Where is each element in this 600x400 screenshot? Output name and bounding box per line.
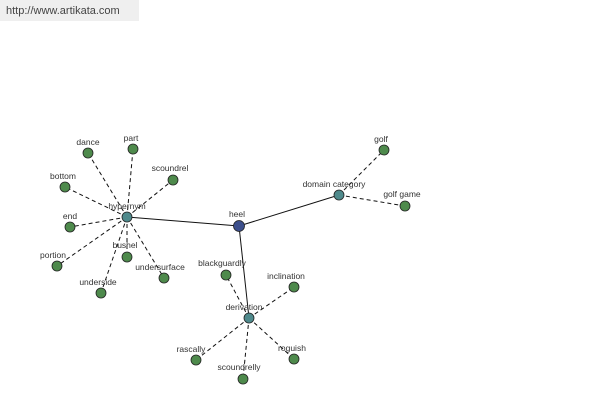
edge-domain-golf (338, 149, 385, 196)
node-portion-dot[interactable] (51, 260, 63, 272)
edge-hypernym-undersurface (126, 216, 165, 279)
edge-hypernym-underside (100, 216, 128, 294)
edge-heel-domain (238, 194, 340, 227)
node-bottom[interactable]: bottom (50, 171, 76, 193)
node-dance-dot[interactable] (82, 147, 94, 159)
node-underside-label: underside (79, 277, 117, 287)
edge-hypernym-scoundrel (126, 179, 174, 218)
node-portion[interactable]: portion (40, 250, 66, 272)
node-undersurface-dot[interactable] (158, 272, 170, 284)
edge-derivation-scoundrelly (242, 317, 250, 380)
node-bushel[interactable]: bushel (112, 240, 138, 263)
node-portion-label: portion (40, 250, 66, 260)
node-bushel-dot[interactable] (121, 251, 133, 263)
node-undersurface[interactable]: undersurface (135, 262, 185, 284)
edge-hypernym-bottom (64, 186, 128, 218)
node-heel[interactable]: heel (229, 209, 245, 232)
edge-hypernym-portion (56, 216, 128, 267)
node-golfgame[interactable]: golf game (383, 189, 421, 212)
node-domain[interactable]: domain category (303, 179, 367, 201)
edge-derivation-inclination (248, 286, 295, 319)
node-scoundrelly-label: scoundrelly (218, 362, 262, 372)
node-derivation-label: derivation (226, 302, 263, 312)
node-blackguardly[interactable]: blackguardly (198, 258, 247, 281)
node-golfgame-dot[interactable] (399, 200, 411, 212)
node-bushel-label: bushel (112, 240, 137, 250)
node-end-label: end (63, 211, 77, 221)
node-inclination[interactable]: inclination (267, 271, 305, 293)
node-bottom-label: bottom (50, 171, 76, 181)
edge-hypernym-dance (87, 152, 128, 218)
node-derivation-dot[interactable] (243, 312, 255, 324)
edge-hypernym-end (69, 216, 128, 228)
node-hypernym-label: hypernym (108, 201, 145, 211)
node-scoundrel-dot[interactable] (167, 174, 179, 186)
node-end[interactable]: end (63, 211, 77, 233)
node-scoundrel-label: scoundrel (152, 163, 189, 173)
source-url[interactable]: http://www.artikata.com (0, 0, 139, 21)
node-golf-label: golf (374, 134, 388, 144)
edge-heel-derivation (238, 225, 250, 319)
node-roguish-dot[interactable] (288, 353, 300, 365)
node-roguish-label: roguish (278, 343, 306, 353)
node-golfgame-label: golf game (383, 189, 421, 199)
node-heel-label: heel (229, 209, 245, 219)
node-golf-dot[interactable] (378, 144, 390, 156)
node-rascally-dot[interactable] (190, 354, 202, 366)
node-heel-dot[interactable] (233, 220, 245, 232)
node-domain-label: domain category (303, 179, 367, 189)
node-rascally-label: rascally (177, 344, 207, 354)
node-scoundrel[interactable]: scoundrel (152, 163, 189, 186)
node-bottom-dot[interactable] (59, 181, 71, 193)
edges-layer (56, 148, 406, 380)
edge-hypernym-part (126, 148, 134, 218)
node-scoundrelly-dot[interactable] (237, 373, 249, 385)
node-rascally[interactable]: rascally (177, 344, 207, 366)
edge-derivation-roguish (248, 317, 295, 360)
node-hypernym[interactable]: hypernym (108, 201, 146, 223)
node-part-label: part (124, 133, 139, 143)
node-scoundrelly[interactable]: scoundrelly (218, 362, 262, 385)
edge-heel-hypernym (126, 216, 240, 227)
node-inclination-dot[interactable] (288, 281, 300, 293)
node-inclination-label: inclination (267, 271, 305, 281)
node-hypernym-dot[interactable] (121, 211, 133, 223)
node-golf[interactable]: golf (374, 134, 390, 156)
node-blackguardly-dot[interactable] (220, 269, 232, 281)
node-dance[interactable]: dance (76, 137, 100, 159)
node-domain-dot[interactable] (333, 189, 345, 201)
node-underside-dot[interactable] (95, 287, 107, 299)
node-derivation[interactable]: derivation (226, 302, 263, 324)
edge-derivation-rascally (195, 317, 250, 361)
node-underside[interactable]: underside (79, 277, 117, 299)
node-blackguardly-label: blackguardly (198, 258, 246, 268)
edge-derivation-blackguardly (225, 274, 250, 319)
node-dance-label: dance (76, 137, 99, 147)
node-part-dot[interactable] (127, 143, 139, 155)
node-part[interactable]: part (124, 133, 139, 155)
node-end-dot[interactable] (64, 221, 76, 233)
node-undersurface-label: undersurface (135, 262, 185, 272)
nodes-layer: heel hypernym domain category derivation dan… (40, 133, 421, 385)
node-roguish[interactable]: roguish (278, 343, 306, 365)
